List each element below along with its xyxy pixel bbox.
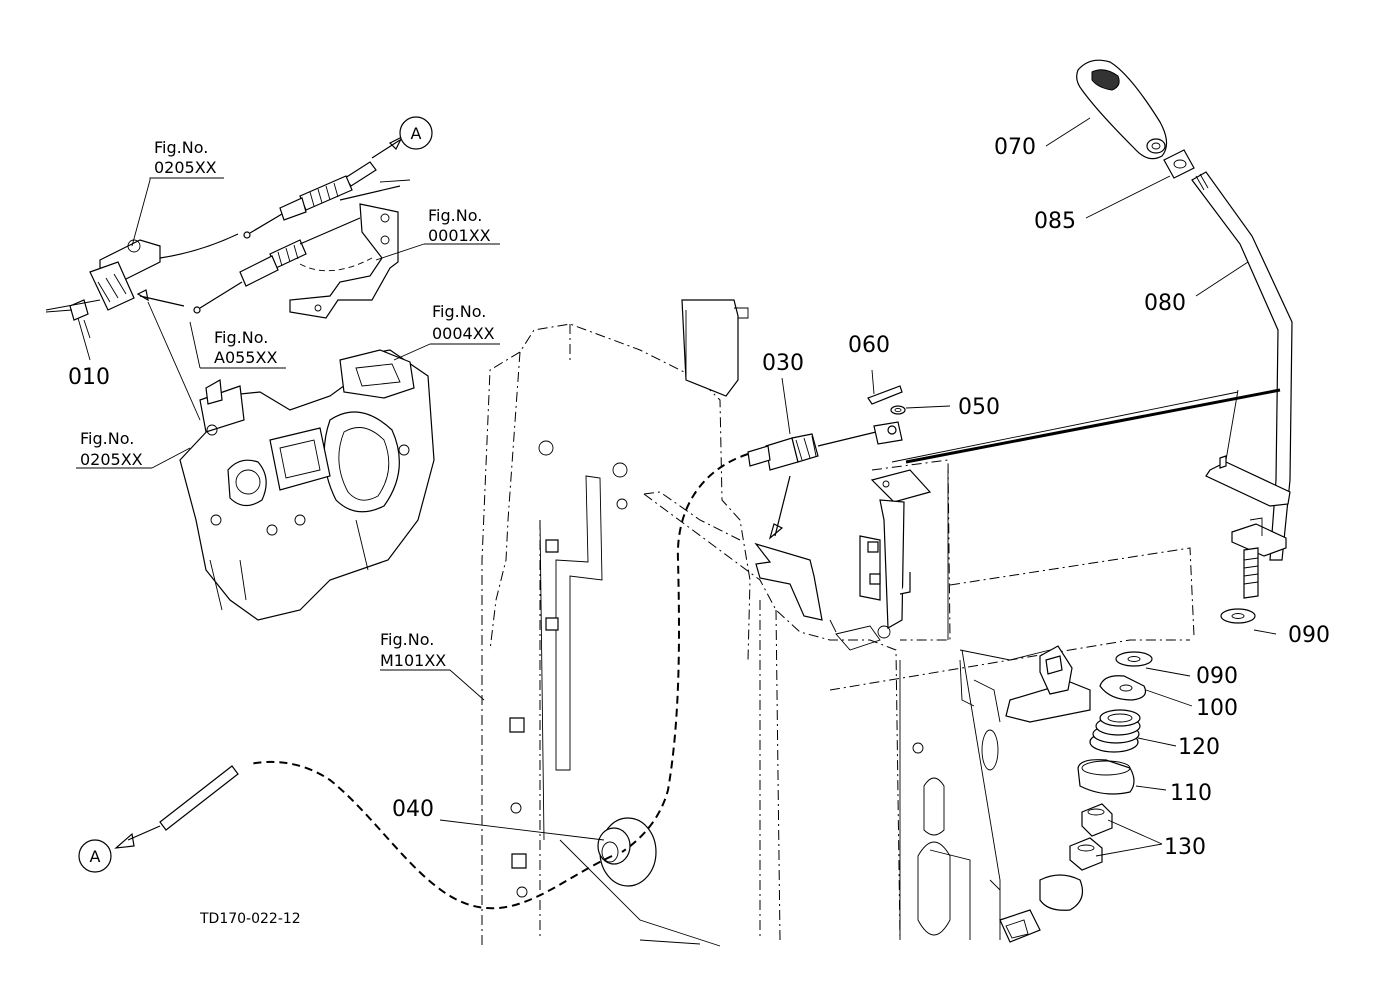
fig-ref-title: Fig.No. <box>214 328 268 347</box>
ref-circle-a-bottom: A <box>78 839 112 873</box>
fig-ref-code: 0004XX <box>432 324 495 343</box>
fig-ref-title: Fig.No. <box>380 630 434 649</box>
clip-060 <box>867 385 906 415</box>
part-label-040: 040 <box>392 797 434 822</box>
part-label-010: 010 <box>68 365 110 390</box>
fig-ref-0004xx: Fig.No. 0004XX <box>432 302 495 343</box>
fig-ref-code: 0001XX <box>428 226 491 245</box>
frame-panel <box>481 299 901 947</box>
fig-ref-code: 0205XX <box>80 450 143 469</box>
part-label-100: 100 <box>1196 696 1238 721</box>
part-label-130: 130 <box>1164 835 1206 860</box>
part-label-120: 120 <box>1178 735 1220 760</box>
ref-a-bottom-label: A <box>90 847 101 866</box>
fig-ref-code: A055XX <box>214 348 277 367</box>
leader-lines <box>76 117 1277 857</box>
part-label-060: 060 <box>848 333 890 358</box>
part-label-050: 050 <box>958 395 1000 420</box>
fig-ref-code: 0205XX <box>154 158 217 177</box>
right-bracket <box>829 459 1195 943</box>
ref-circle-a-top: A <box>399 116 433 150</box>
lower-parts-stack <box>1069 651 1153 871</box>
drawing-number: TD170-022-12 <box>199 911 301 927</box>
part-label-110: 110 <box>1170 781 1212 806</box>
fig-ref-0001xx: Fig.No. 0001XX <box>428 206 491 245</box>
fig-ref-title: Fig.No. <box>154 138 208 157</box>
part-label-085: 085 <box>1034 209 1076 234</box>
cable-030 <box>114 421 903 910</box>
part-label-070: 070 <box>994 135 1036 160</box>
fig-ref-0205xx-mid: Fig.No. 0205XX <box>80 429 143 469</box>
fig-ref-code: M101XX <box>380 651 446 670</box>
shift-lever <box>891 59 1293 624</box>
fig-ref-title: Fig.No. <box>80 429 134 448</box>
part-label-090-upper: 090 <box>1288 623 1330 648</box>
part-label-030: 030 <box>762 351 804 376</box>
upper-left-assembly <box>45 135 435 621</box>
fig-ref-m101xx: Fig.No. M101XX <box>380 630 446 670</box>
fig-ref-title: Fig.No. <box>428 206 482 225</box>
fig-ref-title: Fig.No. <box>432 302 486 321</box>
fig-ref-a055xx: Fig.No. A055XX <box>214 328 277 367</box>
part-label-080: 080 <box>1144 291 1186 316</box>
ref-a-top-label: A <box>411 124 422 143</box>
fig-ref-0205xx-top: Fig.No. 0205XX <box>154 138 217 177</box>
part-label-090-lower: 090 <box>1196 664 1238 689</box>
